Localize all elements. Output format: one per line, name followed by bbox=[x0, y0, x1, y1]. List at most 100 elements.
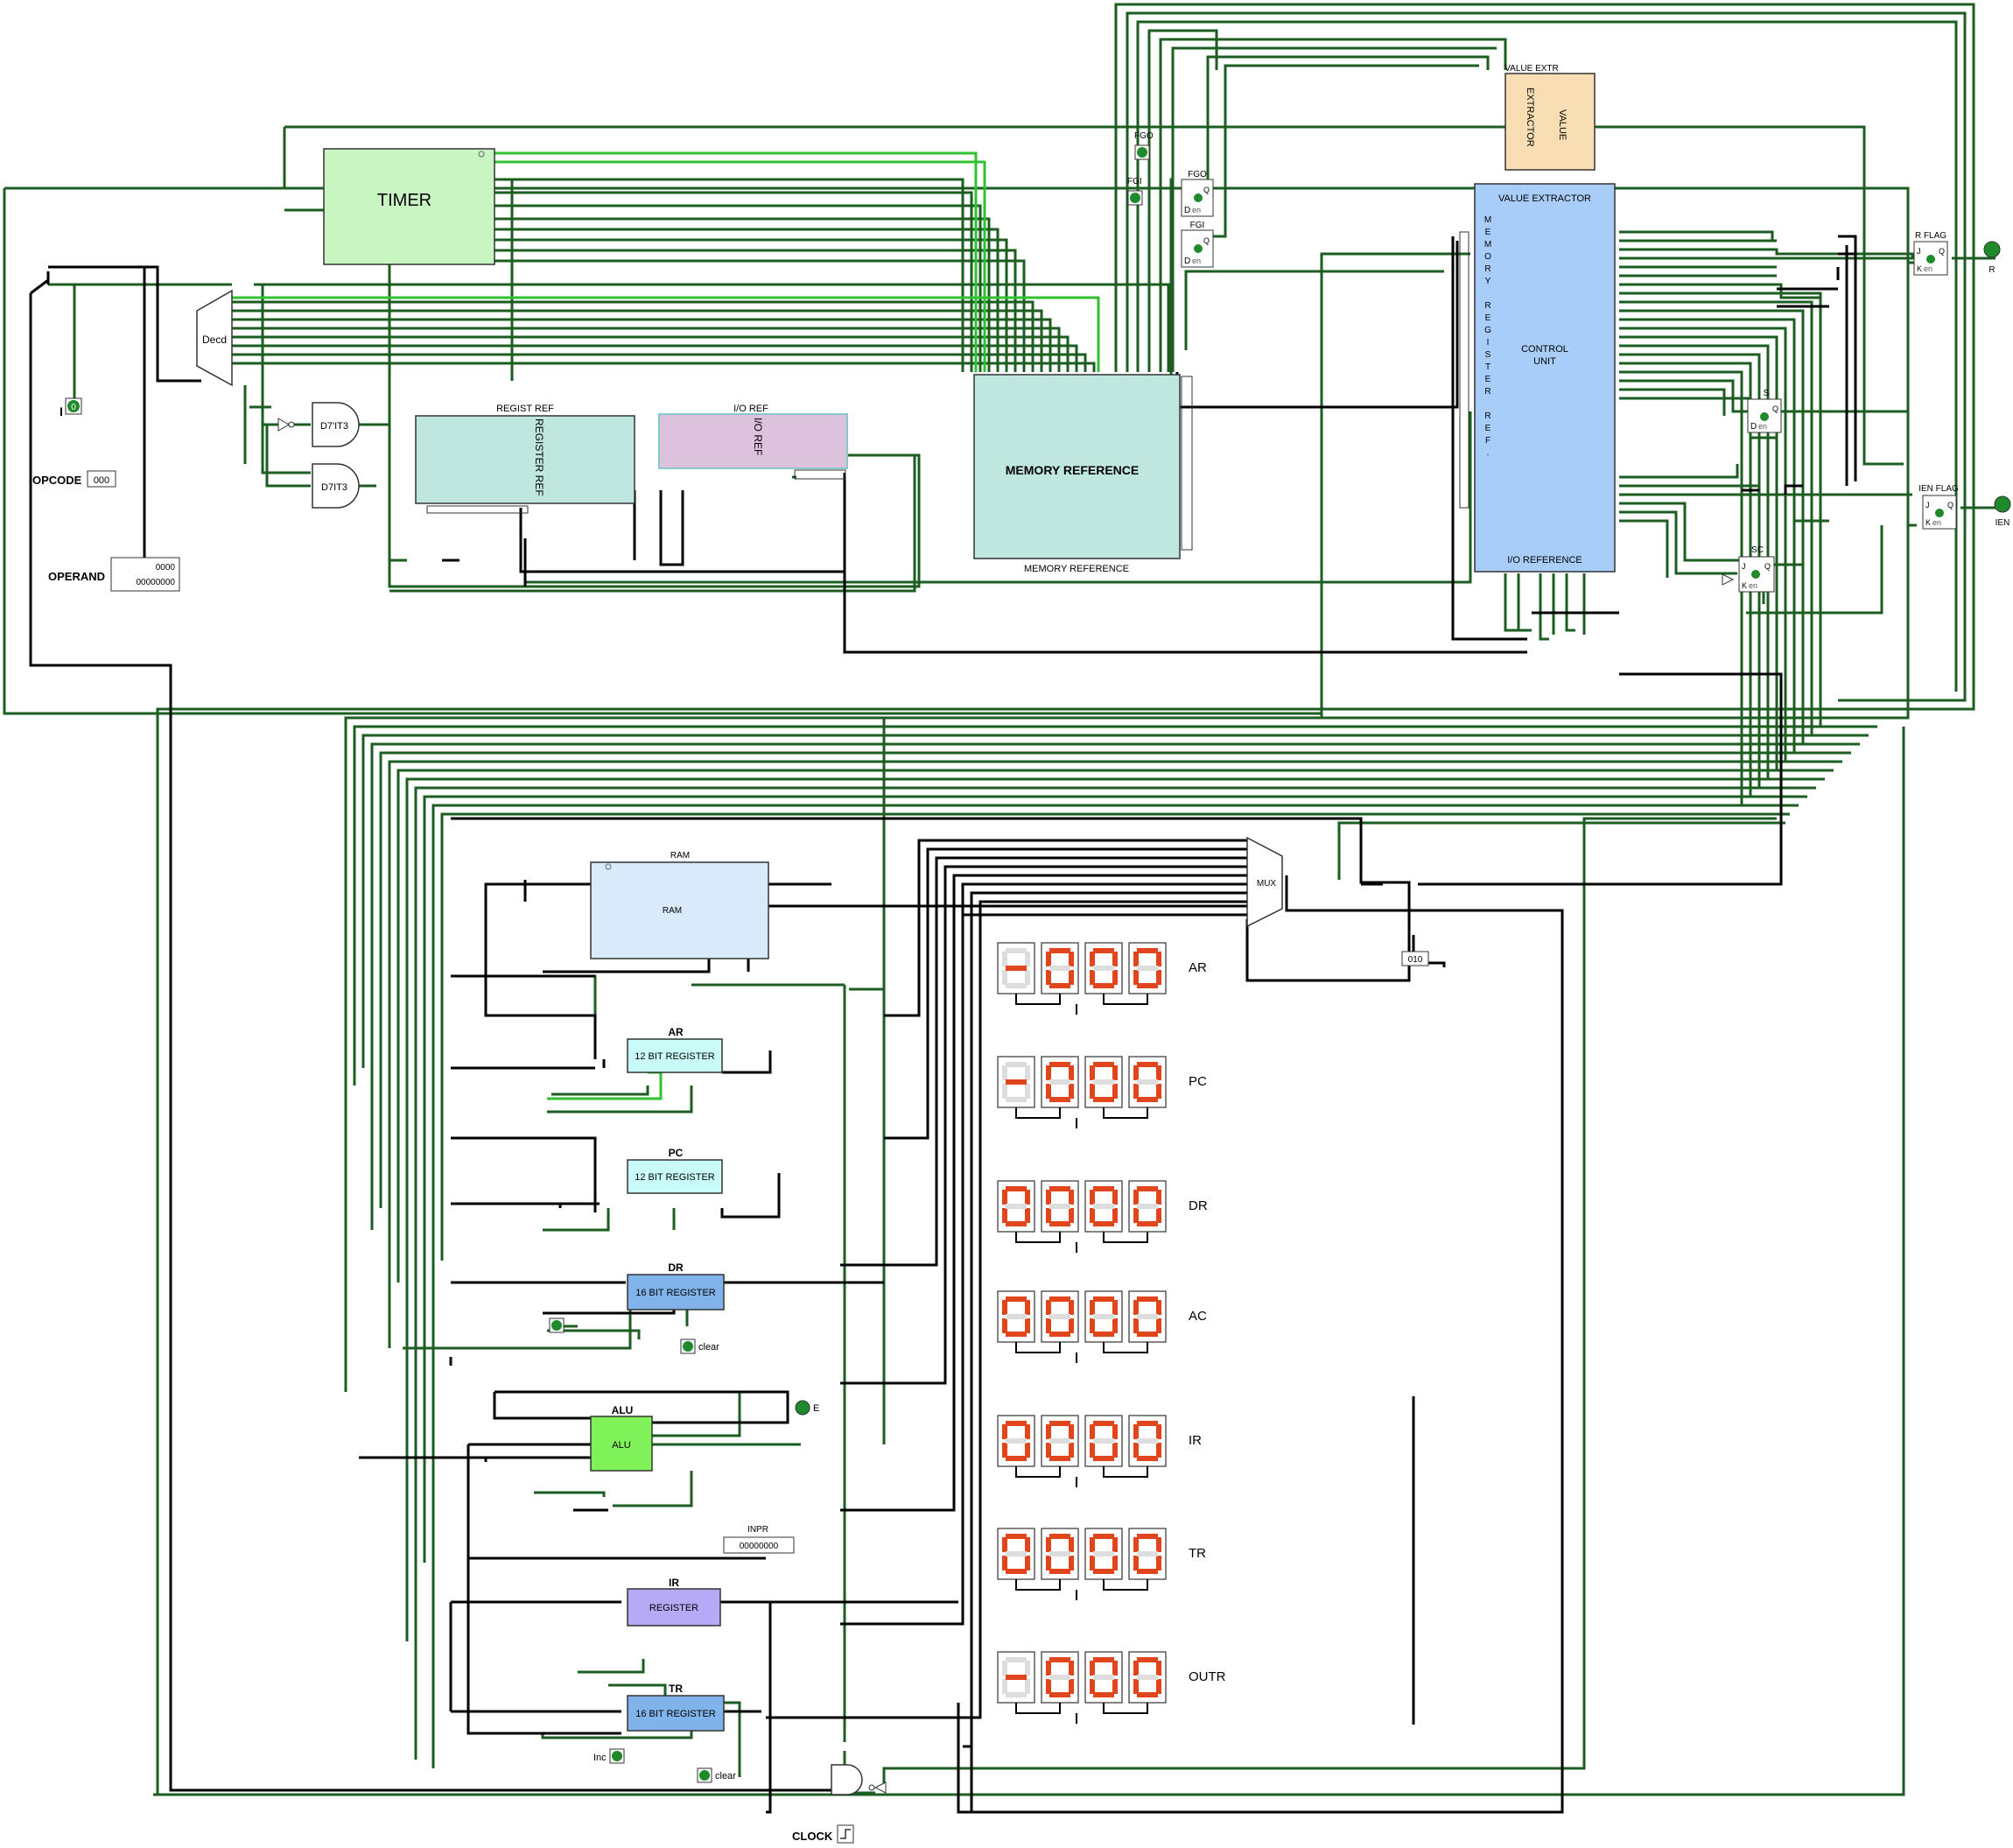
ram-label: RAM bbox=[663, 906, 682, 916]
fgi-flipflop: FGI Q D en bbox=[1181, 221, 1214, 268]
seven-seg-digit bbox=[997, 1056, 1035, 1108]
display-ir: IR bbox=[997, 1415, 1202, 1487]
fgi-ff-en: en bbox=[1192, 256, 1201, 265]
display-name: OUTR bbox=[1189, 1669, 1226, 1684]
ien-q: Q bbox=[1947, 501, 1953, 509]
pc-register: PC 12 BIT REGISTER bbox=[627, 1147, 723, 1194]
ar-register: AR 12 BIT REGISTER bbox=[627, 1026, 723, 1073]
control-unit-block: VALUE EXTRACTOR CONTROL UNIT MEMORYREGIS… bbox=[1459, 183, 1616, 573]
cu-top-label: VALUE EXTRACTOR bbox=[1498, 193, 1591, 204]
display-name: PC bbox=[1189, 1074, 1207, 1089]
ir-register: IR REGISTER bbox=[627, 1577, 721, 1627]
dr-clear-pin[interactable]: clear bbox=[680, 1339, 719, 1354]
seven-seg-digit bbox=[1041, 1180, 1079, 1233]
display-ac: AC bbox=[997, 1290, 1207, 1363]
ien-en: en bbox=[1932, 518, 1941, 527]
fgi-pin[interactable]: FGI bbox=[1127, 177, 1143, 206]
seven-seg-digit bbox=[1128, 1056, 1167, 1108]
opcode-label: OPCODE bbox=[32, 474, 82, 487]
decoder-label: Decd bbox=[202, 334, 227, 346]
dr-load-pin[interactable] bbox=[549, 1317, 565, 1333]
cu-side-char: E bbox=[1485, 424, 1491, 433]
r-output-label: R bbox=[1988, 265, 1995, 275]
mux-const-value: 010 bbox=[1408, 955, 1423, 965]
ien-k: K bbox=[1925, 518, 1931, 527]
i-input-pin[interactable]: I 0 bbox=[60, 397, 82, 418]
i-pin-label: I bbox=[60, 404, 63, 418]
ar-label: 12 BIT REGISTER bbox=[635, 1051, 715, 1062]
seven-seg-digit bbox=[1084, 1528, 1123, 1580]
cu-side-char: R bbox=[1484, 387, 1490, 397]
inpr-label: INPR bbox=[747, 1525, 768, 1535]
cu-side-char: E bbox=[1485, 375, 1491, 384]
s-q: Q bbox=[1772, 404, 1778, 413]
timer-block: TIMER bbox=[323, 148, 495, 265]
ien-output-label: IEN bbox=[1995, 518, 2010, 528]
seven-seg-digit bbox=[1128, 1290, 1167, 1343]
tr-title: TR bbox=[669, 1683, 683, 1695]
alu-block: ALU ALU bbox=[590, 1404, 653, 1472]
rflag-k: K bbox=[1917, 264, 1922, 273]
dr-title: DR bbox=[668, 1261, 684, 1274]
value-line1: VALUE bbox=[1557, 109, 1568, 140]
seven-seg-digit bbox=[997, 1651, 1035, 1704]
clock-input[interactable]: CLOCK bbox=[792, 1824, 854, 1844]
display-name: AC bbox=[1189, 1309, 1207, 1324]
seven-seg-digit bbox=[1041, 1056, 1079, 1108]
ien-title: IEN FLAG bbox=[1918, 484, 1959, 494]
operand-label: OPERAND bbox=[48, 570, 105, 583]
fgi-ff-q: Q bbox=[1203, 236, 1210, 245]
cu-side-char: I bbox=[1487, 338, 1490, 348]
dr-clear-label: clear bbox=[698, 1342, 719, 1353]
fgi-pin-label: FGI bbox=[1127, 177, 1142, 186]
fgo-pin-label: FGO bbox=[1134, 131, 1154, 141]
seven-seg-digit bbox=[1128, 1415, 1167, 1467]
display-ar: AR bbox=[997, 942, 1207, 1015]
display-name: AR bbox=[1189, 960, 1207, 975]
tr-clear-label: clear bbox=[715, 1771, 736, 1781]
display-pc: PC bbox=[997, 1056, 1207, 1128]
pc-title: PC bbox=[669, 1147, 684, 1159]
seven-seg-digit bbox=[1041, 1528, 1079, 1580]
cu-side-char: O bbox=[1484, 252, 1491, 262]
opcode-value: 000 bbox=[94, 475, 109, 486]
sc-q: Q bbox=[1764, 562, 1771, 571]
regref-title: REGIST REF bbox=[496, 404, 554, 414]
operand-input[interactable]: OPERAND 0000 00000000 bbox=[48, 557, 180, 592]
sc-j: J bbox=[1742, 562, 1746, 571]
cu-side-char: R bbox=[1484, 411, 1490, 421]
sc-k: K bbox=[1742, 581, 1747, 590]
rflag-title: R FLAG bbox=[1915, 231, 1946, 241]
clock-label: CLOCK bbox=[792, 1830, 833, 1843]
fgo-pin[interactable]: FGO bbox=[1134, 131, 1154, 160]
seven-seg-digit bbox=[1084, 1651, 1123, 1704]
ar-title: AR bbox=[668, 1026, 684, 1038]
sc-title: SC bbox=[1751, 545, 1764, 555]
sc-flipflop: SC J Q K en bbox=[1722, 545, 1775, 593]
fgi-ff-d: D bbox=[1184, 256, 1190, 266]
seven-seg-digit bbox=[1128, 1528, 1167, 1580]
seven-seg-digit bbox=[1084, 1180, 1123, 1233]
regref-side-label: REGISTER REF bbox=[533, 418, 545, 496]
r-flag-flipflop: R FLAG J Q K en bbox=[1913, 231, 1948, 276]
ir-title: IR bbox=[669, 1577, 679, 1589]
rflag-j: J bbox=[1917, 247, 1921, 256]
tr-clear-pin[interactable]: clear bbox=[697, 1767, 736, 1783]
fgi-ff-title: FGI bbox=[1190, 221, 1205, 230]
and-gate-top: D7'IT3 bbox=[277, 402, 360, 447]
inpr-input[interactable]: INPR 00000000 bbox=[723, 1525, 795, 1554]
ram-title: RAM bbox=[670, 851, 690, 861]
tr-inc-pin[interactable]: Inc bbox=[593, 1748, 625, 1764]
clock-and-gate bbox=[831, 1764, 887, 1795]
seven-seg-digit bbox=[1041, 1290, 1079, 1343]
opcode-input[interactable]: OPCODE 000 bbox=[32, 470, 116, 488]
rflag-en: en bbox=[1924, 264, 1932, 273]
seven-seg-digit bbox=[1084, 1290, 1123, 1343]
display-outr: OUTR bbox=[997, 1651, 1226, 1724]
operand-top-value: 0000 bbox=[156, 563, 176, 573]
ien-output-pin: IEN bbox=[1994, 495, 2011, 528]
fgo-ff-q: Q bbox=[1203, 186, 1210, 194]
seven-seg-digit bbox=[1041, 942, 1079, 994]
